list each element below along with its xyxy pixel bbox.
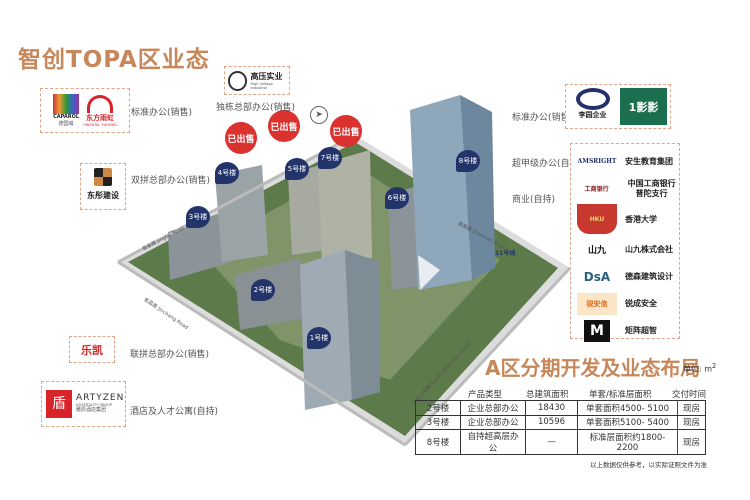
use-label-hotel: 酒店及人才公寓(自持): [130, 407, 219, 417]
building-marker-5[interactable]: 5号楼: [285, 158, 309, 180]
use-label-double-hq: 双拼总部办公(销售): [131, 176, 211, 186]
building-marker-7[interactable]: 7号楼: [318, 147, 342, 169]
building-marker-3[interactable]: 3号楼: [186, 206, 210, 228]
building-marker-8[interactable]: 8号楼: [456, 150, 480, 172]
tenant-item: 山九山九株式会社: [587, 245, 673, 256]
unit-label: 单位: m2: [683, 362, 717, 374]
liyuan-logo: 李园企业: [569, 88, 616, 125]
building-marker-6[interactable]: 6号楼: [385, 187, 409, 209]
oriental-yuhong-logo: 东方雨虹 ORIENTAL YUHONG: [83, 94, 117, 127]
use-label-commercial: 商业(自持): [512, 195, 556, 205]
use-label-standard-left: 标准办公(销售): [131, 108, 193, 118]
sold-badge: 已出售: [225, 122, 257, 154]
sold-badge: 已出售: [330, 115, 362, 147]
caparol-logo: CAPAROL 德国威: [53, 94, 80, 127]
metro-line-label: 11号线: [495, 250, 516, 257]
lekai-logo: 乐凯: [69, 336, 115, 363]
disclaimer-note: 以上数据仅供参考，以实际证照文件为准: [590, 461, 707, 469]
table-header: 产品类型: [468, 390, 503, 400]
use-label-joint-hq: 联拼总部办公(销售): [130, 350, 210, 360]
use-label-standard-right: 标准办公(销售): [512, 113, 574, 123]
table-header: 单套/标准层面积: [589, 390, 652, 400]
artyzen-logo: 盾 ARTYZEN HOSPITALITY GROUP 雅辰酒店集团: [41, 381, 126, 427]
use-label-standalone-hq: 独栋总部办公(销售): [216, 103, 296, 113]
building-marker-2[interactable]: 2号楼: [251, 279, 275, 301]
artyzen-emblem-icon: 盾: [46, 390, 72, 418]
tenant-item: 工商银行中国工商银行 普陀支行: [584, 178, 676, 198]
sold-badge: 已出售: [268, 110, 300, 142]
gaoya-emblem-icon: [228, 70, 248, 91]
table-title: A区分期开发及业态布局: [485, 356, 701, 380]
yingying-logo: 1影影: [620, 88, 667, 125]
north-compass-icon: ➤: [310, 106, 328, 124]
page-title: 智创TOPA区业态: [18, 47, 210, 73]
logo-box-standard-right: 李园企业 1影影: [565, 84, 671, 129]
use-label-super-a: 超甲级办公(自持): [512, 159, 583, 169]
building-marker-1[interactable]: 1号楼: [307, 327, 331, 349]
table-header: 总建筑面积: [526, 390, 569, 400]
logo-box-standard-left: CAPAROL 德国威 东方雨虹 ORIENTAL YUHONG: [40, 88, 130, 133]
table-header: 交付时间: [672, 390, 707, 400]
building-marker-4[interactable]: 4号楼: [215, 162, 239, 184]
dongtong-logo: 东彤建设: [80, 163, 126, 210]
tenant-item: 锐安信锐成安全: [571, 290, 679, 317]
